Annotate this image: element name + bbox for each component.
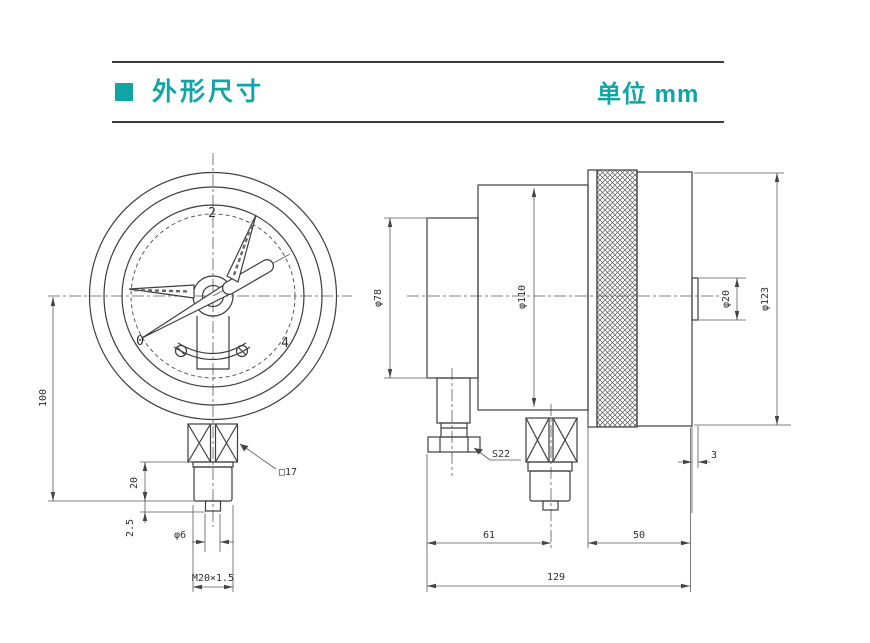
front-connection-stem: [187, 423, 239, 512]
dim-wrench-flat: □17: [239, 443, 297, 478]
dim-61: 61: [426, 454, 551, 592]
dial-number-0: 0: [136, 334, 144, 349]
svg-text:S22: S22: [492, 449, 510, 460]
svg-text:φ78: φ78: [373, 289, 384, 307]
dim-phi123: φ123: [694, 172, 791, 426]
section-bullet-icon: [115, 83, 133, 101]
header-top-rule: [112, 61, 724, 63]
cable-gland: [427, 377, 481, 453]
svg-text:M20×1.5: M20×1.5: [192, 573, 234, 584]
svg-text:□17: □17: [279, 467, 297, 478]
lower-set-pointer: [128, 284, 195, 299]
dim-phi6: φ6: [174, 514, 234, 552]
svg-text:3: 3: [711, 450, 717, 461]
side-centerlines: [407, 295, 722, 548]
unit-label: 单位 mm: [597, 81, 700, 108]
side-body: [426, 169, 699, 428]
section-title: 外形尺寸: [152, 78, 265, 106]
svg-text:61: 61: [483, 530, 495, 541]
svg-text:2.5: 2.5: [125, 519, 136, 537]
dim-20: 20: [129, 461, 193, 501]
dim-2-5: 2.5: [125, 489, 205, 537]
svg-text:φ20: φ20: [721, 290, 732, 308]
side-view: φ78 φ110 φ20: [373, 169, 791, 592]
front-centerlines: [48, 153, 352, 527]
svg-text:φ6: φ6: [174, 530, 186, 541]
dim-3: 3: [678, 426, 717, 513]
dial-number-2: 2: [208, 206, 216, 221]
dim-129: 129: [427, 572, 690, 589]
svg-text:20: 20: [129, 477, 140, 489]
svg-text:129: 129: [547, 572, 565, 583]
dim-100: 100: [38, 297, 194, 502]
gauge-rings: [88, 171, 338, 421]
dim-50: 50: [587, 412, 691, 592]
svg-text:φ123: φ123: [760, 287, 771, 311]
svg-text:50: 50: [633, 530, 645, 541]
dim-phi20: φ20: [699, 277, 746, 321]
svg-text:φ110: φ110: [517, 285, 528, 309]
dial-number-4: 4: [281, 336, 289, 351]
dim-phi78: φ78: [373, 217, 430, 379]
upper-set-pointer: [226, 214, 257, 283]
dim-phi110: φ110: [517, 188, 537, 407]
front-view: 2 0 4 100: [38, 153, 352, 592]
dim-gland-wrench: S22: [473, 447, 521, 461]
svg-text:100: 100: [38, 389, 49, 407]
dim-thread-spec: M20×1.5: [192, 505, 234, 592]
adjustment-lever: [212, 253, 291, 297]
movement-bracket: [173, 316, 251, 370]
header-bottom-rule: [112, 121, 724, 123]
side-connection-stem: [525, 417, 578, 511]
